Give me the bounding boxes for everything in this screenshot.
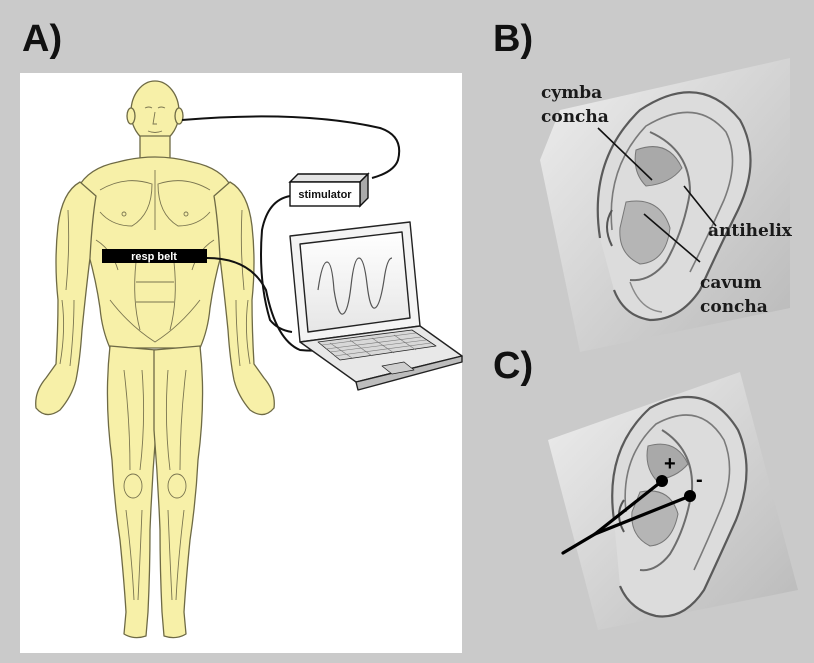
negative-electrode-dot (684, 490, 696, 502)
resp-belt-label: resp belt (131, 251, 177, 263)
stimulator-box: stimulator (290, 174, 368, 206)
laptop (290, 222, 462, 390)
positive-electrode-dot (656, 475, 668, 487)
stimulator-label: stimulator (298, 189, 352, 201)
positive-sign: + (664, 453, 676, 475)
human-body-figure (36, 81, 275, 638)
antihelix-label: antihelix (708, 221, 793, 241)
ear-electrode-c (548, 372, 798, 630)
cavum-label-line1: cavum (700, 273, 762, 293)
cymba-label-line1: cymba (541, 83, 602, 103)
cavum-label-line2: concha (700, 297, 768, 317)
cymba-label-line2: concha (541, 107, 609, 127)
resp-belt: resp belt (102, 249, 207, 263)
negative-sign: - (696, 469, 703, 491)
